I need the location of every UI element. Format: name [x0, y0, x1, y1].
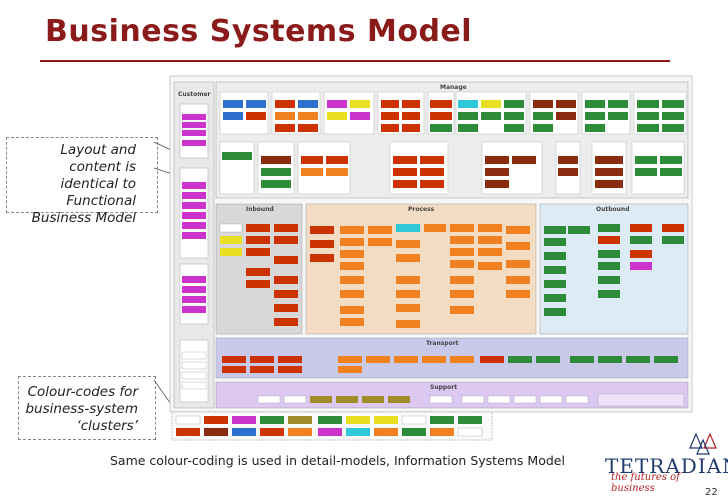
tetradian-logo-mark — [689, 432, 717, 455]
outbound-label: Outbound — [596, 206, 630, 213]
customer-label: Customer — [178, 91, 211, 98]
slide-caption: Same colour-coding is used in detail-mod… — [110, 453, 565, 468]
callout-colour: Colour-codes for business-system ‘cluste… — [25, 384, 138, 434]
page-number: 22 — [705, 487, 718, 498]
callout-layout: Layout and content is identical to Funct… — [31, 142, 136, 226]
process-label: Process — [408, 206, 435, 213]
logo-name: TETRADIAN — [605, 454, 728, 478]
colour-legend-swatches — [175, 415, 483, 437]
logo-tagline: the futures of business — [611, 472, 680, 494]
support-label: Support — [430, 384, 457, 391]
support-blocks — [257, 393, 685, 407]
outbound-blocks — [544, 224, 684, 316]
transport-blocks — [222, 356, 678, 373]
callout-box-colour — [18, 376, 156, 440]
title-underline — [40, 60, 670, 62]
page-title: Business Systems Model — [45, 14, 473, 49]
manage-blocks — [219, 91, 687, 195]
process-blocks — [310, 224, 530, 328]
tetradian-logo: TETRADIAN the futures of business — [605, 432, 728, 494]
manage-label: Manage — [440, 84, 467, 91]
inbound-blocks — [219, 223, 298, 326]
inbound-label: Inbound — [246, 206, 274, 213]
transport-label: Transport — [426, 340, 459, 347]
customer-blocks — [179, 103, 209, 403]
callout-box-layout — [6, 137, 158, 213]
